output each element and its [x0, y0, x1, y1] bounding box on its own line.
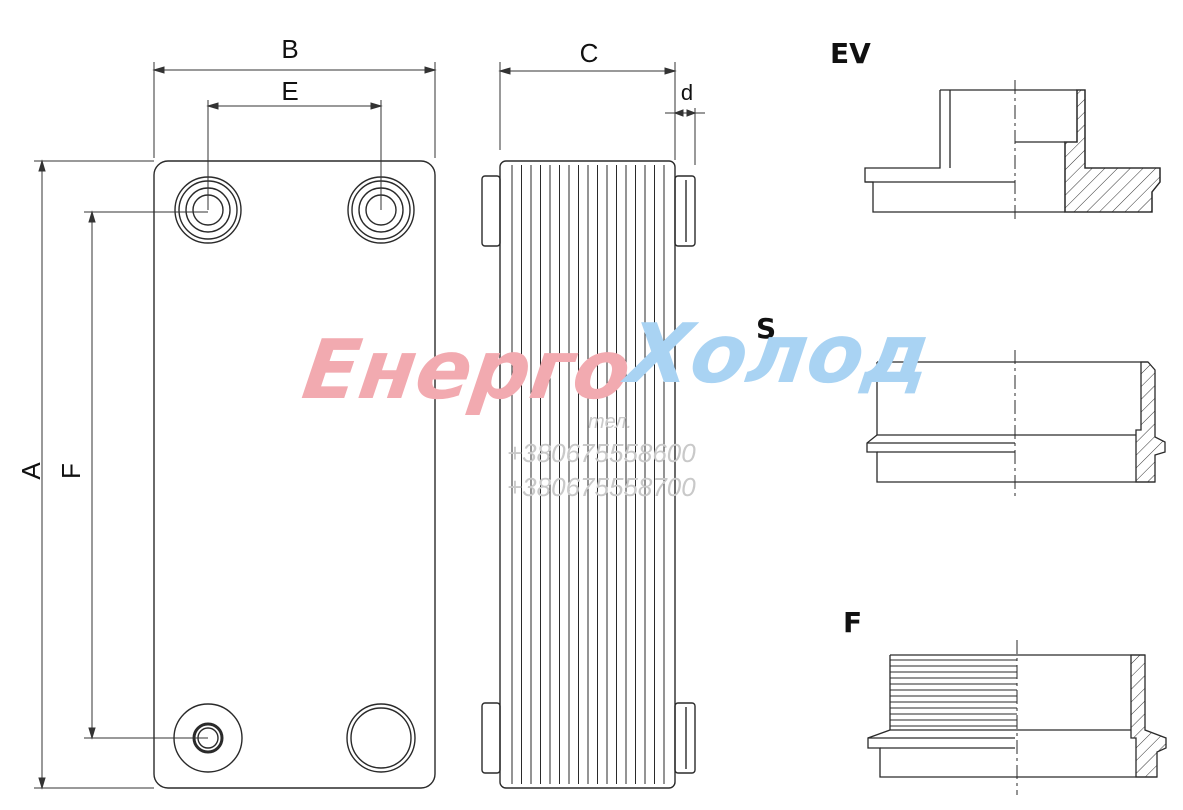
dimension-label-e: E — [281, 76, 298, 106]
watermark-brand-part2: Холод — [616, 307, 936, 402]
watermark-phone-1: +380675558600 — [507, 438, 696, 468]
thread-lines — [890, 659, 1017, 727]
plate-lines — [511, 165, 665, 784]
front-plate — [153, 160, 436, 789]
dimension-label-a: A — [16, 462, 46, 480]
dimension-lines-side — [498, 62, 705, 165]
dimension-label-c: C — [580, 38, 599, 68]
connection-label-ev: EV — [830, 37, 871, 70]
dimension-label-f: F — [56, 463, 86, 479]
port-bottom-right — [346, 703, 416, 773]
stub-top-right — [674, 175, 696, 247]
connection-f-section — [867, 640, 1167, 795]
dimension-label-b: B — [281, 34, 298, 64]
watermark-phone-label: тел. — [588, 411, 632, 433]
stub-bottom-right — [674, 702, 696, 774]
watermark-brand-part1: Енерго — [297, 323, 636, 418]
dimension-label-d: d — [681, 80, 693, 105]
connection-s-section — [866, 350, 1166, 500]
stub-bottom-left — [481, 702, 501, 774]
stub-top-left — [481, 175, 501, 247]
connection-label-s: S — [756, 312, 776, 345]
side-view — [481, 160, 696, 789]
watermark: Енерго Холод — [297, 307, 937, 418]
dimension-lines-front — [34, 62, 437, 790]
connection-ev-section — [864, 80, 1161, 220]
connection-label-f: F — [843, 606, 862, 639]
front-view — [153, 160, 436, 789]
watermark-phone-2: +380675558700 — [507, 472, 696, 502]
plate-stack — [499, 160, 676, 789]
